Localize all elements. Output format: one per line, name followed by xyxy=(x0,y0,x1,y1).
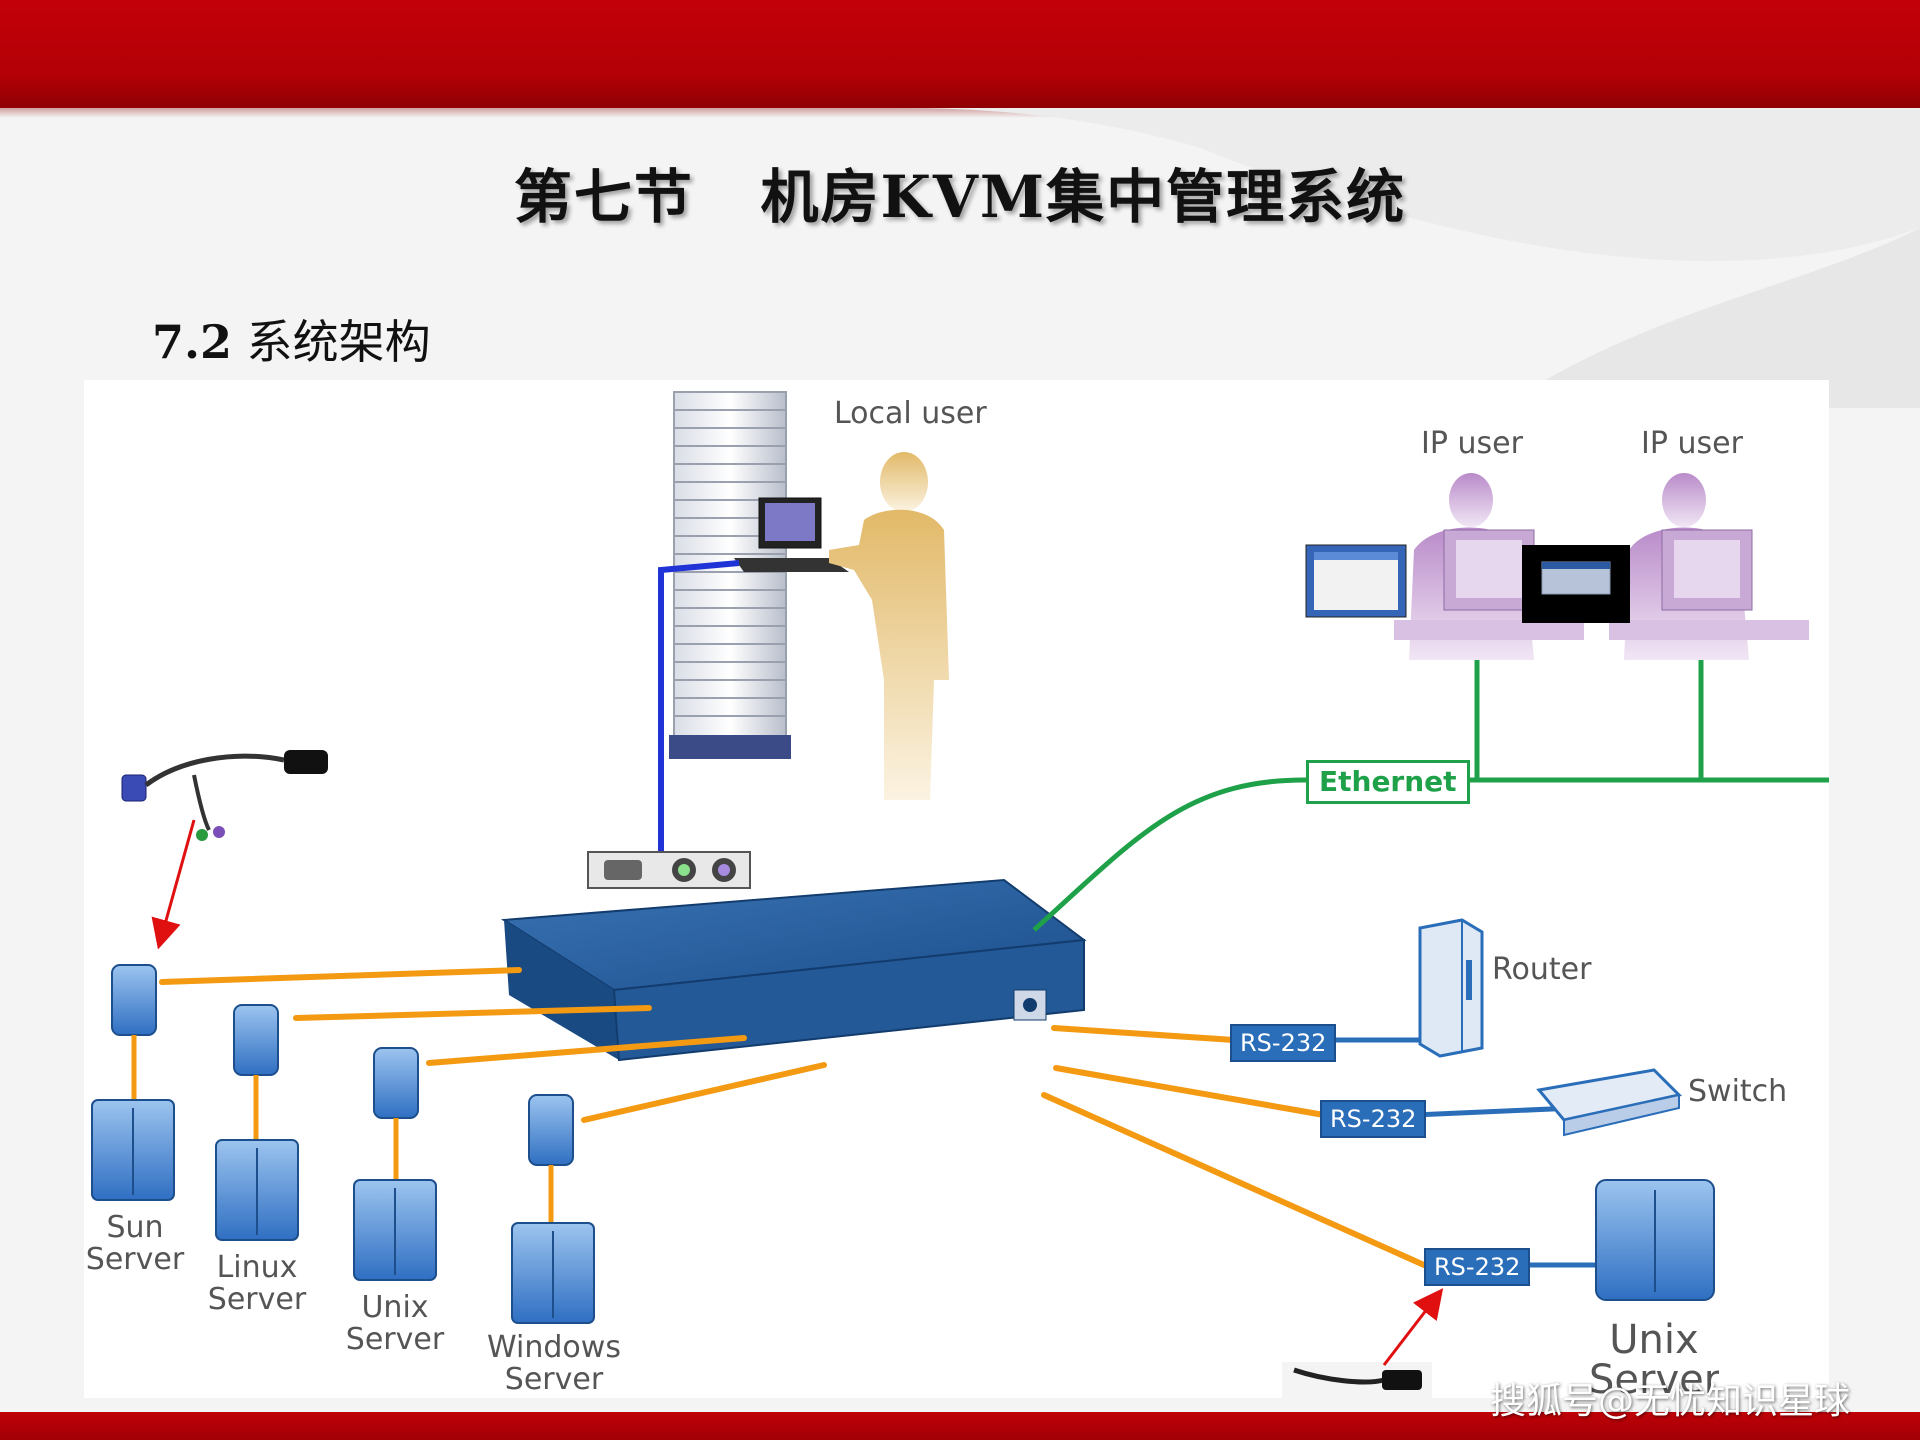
unix-server-right-label: Unix Server xyxy=(1589,1320,1719,1398)
section-name: 系统架构 xyxy=(232,315,431,369)
router-icon xyxy=(1418,918,1484,1058)
kvm-switch-icon xyxy=(500,878,1087,1062)
server-cables xyxy=(159,967,1427,1268)
switch-label: Switch xyxy=(1688,1074,1788,1109)
rs232-unix-label: RS-232 xyxy=(1424,1248,1531,1286)
local-user-label: Local user xyxy=(834,396,987,431)
diagram-graphics xyxy=(91,391,1829,1398)
footer-band xyxy=(0,1412,1920,1440)
linux-server-label: Linux Server xyxy=(202,1252,312,1316)
ip-user-1-icon xyxy=(1394,473,1584,660)
sun-server-label-line1: Sun xyxy=(106,1210,164,1245)
ip-user-2-label: IP user xyxy=(1641,426,1743,461)
screen-thumbnail-2 xyxy=(1522,545,1630,623)
watermark-text: 搜狐号@无忧知识星球 xyxy=(1490,1381,1851,1422)
header-band xyxy=(0,0,1920,118)
unix-server-icon xyxy=(353,1047,437,1281)
local-user-icon xyxy=(829,452,949,800)
unix-server-right-icon xyxy=(1595,1179,1715,1301)
windows-server-label-line2: Server xyxy=(504,1362,604,1397)
ethernet-label: Ethernet xyxy=(1306,760,1470,804)
sun-server-icon xyxy=(91,964,175,1201)
windows-server-icon xyxy=(511,1094,595,1324)
background-swoosh xyxy=(0,108,1920,408)
windows-server-label: Windows Server xyxy=(484,1332,624,1396)
windows-server-label-line1: Windows xyxy=(487,1330,621,1365)
switch-icon xyxy=(1536,1068,1683,1137)
kvm-architecture-diagram: Local user IP user IP user Ethernet Rout… xyxy=(84,380,1829,1398)
section-number: 7.2 xyxy=(152,315,233,369)
kvm-dongle-cable-icon xyxy=(121,750,328,841)
serial-links xyxy=(1324,1037,1604,1268)
unix-server-right-label-line1: Unix xyxy=(1609,1320,1699,1363)
screen-thumbnail-1 xyxy=(1305,544,1407,618)
section-subtitle: 7.2 系统架构 xyxy=(152,306,431,372)
linux-server-icon xyxy=(215,1004,299,1241)
arrow-to-sun-server xyxy=(151,819,196,950)
ethernet-uplink xyxy=(1032,777,1829,932)
linux-server-label-line2: Server xyxy=(207,1282,307,1317)
ip-user-1-label: IP user xyxy=(1421,426,1523,461)
arrow-to-rs232 xyxy=(1382,1288,1444,1366)
laptop-icon xyxy=(734,497,849,572)
unix-server-label-line1: Unix xyxy=(361,1290,429,1325)
linux-server-label-line1: Linux xyxy=(216,1250,298,1285)
kvm-port-panel-icon xyxy=(587,851,751,889)
serial-cable-icon xyxy=(1282,1362,1432,1398)
ip-user-2-icon xyxy=(1609,473,1809,660)
unix-server-label-line2: Server xyxy=(345,1322,445,1357)
rs232-switch-label: RS-232 xyxy=(1320,1100,1427,1138)
rs232-router-label: RS-232 xyxy=(1230,1024,1337,1062)
slide-title: 第七节 机房KVM集中管理系统 xyxy=(513,163,1407,231)
sun-server-label: Sun Server xyxy=(80,1212,190,1276)
unix-server-label: Unix Server xyxy=(340,1292,450,1356)
sun-server-label-line2: Server xyxy=(85,1242,185,1277)
local-console-link xyxy=(658,560,740,853)
router-label: Router xyxy=(1492,952,1592,987)
unix-server-right-label-line2: Server xyxy=(1589,1357,1719,1398)
server-rack-icon xyxy=(669,391,791,759)
